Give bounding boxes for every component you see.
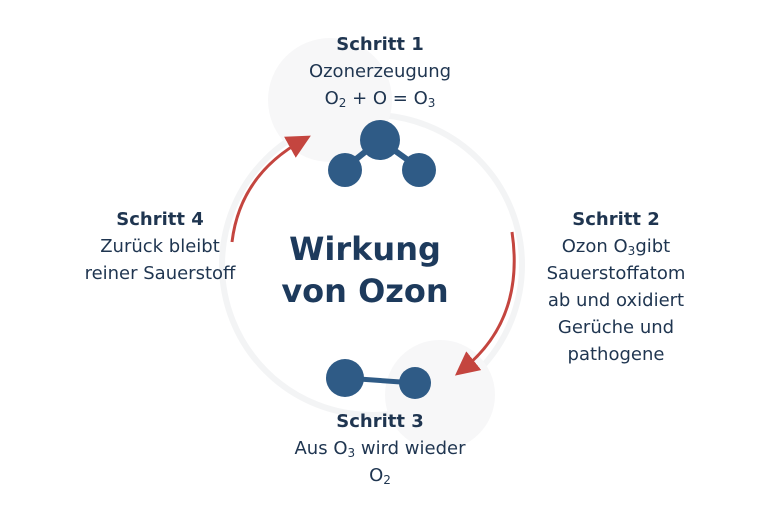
step4-line2: reiner Sauerstoff xyxy=(84,263,236,284)
arrow-step4-to-step1 xyxy=(230,135,311,243)
step2-line2: Sauerstoffatom xyxy=(546,263,686,284)
text-part: Aus O xyxy=(294,438,348,459)
step4-title: Schritt 4 xyxy=(116,209,204,230)
subscript: 3 xyxy=(427,96,436,110)
step2-line4: Gerüche und xyxy=(557,317,675,338)
title-line2: von Ozon xyxy=(281,272,449,310)
formula-part: O xyxy=(324,88,339,109)
step2-line5: pathogene xyxy=(567,344,665,365)
formula-part: + O = O xyxy=(346,88,428,109)
background-circle xyxy=(268,38,392,162)
step1-title: Schritt 1 xyxy=(336,34,424,55)
text-part: Ozon O xyxy=(561,236,628,257)
step1-text: Ozonerzeugung xyxy=(308,61,452,82)
diagram-title: Wirkung von Ozon xyxy=(281,228,448,312)
step2-block: Schritt 2 Ozon O3gibt Sauerstoffatom ab … xyxy=(547,206,686,368)
subscript: 2 xyxy=(338,96,347,110)
step3-block: Schritt 3 Aus O3 wird wieder O2 xyxy=(294,408,465,489)
step3-line2: O2 xyxy=(294,462,465,489)
step3-line1: Aus O3 wird wieder xyxy=(294,435,465,462)
step2-line3: ab und oxidiert xyxy=(547,290,685,311)
subscript: 3 xyxy=(347,446,356,460)
text-part: gibt xyxy=(635,236,671,257)
title-line1: Wirkung xyxy=(289,230,441,268)
text-part: wird wieder xyxy=(355,438,466,459)
step1-block: Schritt 1 Ozonerzeugung O2 + O = O3 xyxy=(309,31,451,112)
step3-title: Schritt 3 xyxy=(336,411,424,432)
step2-line1: Ozon O3gibt xyxy=(547,233,686,260)
subscript: 3 xyxy=(627,244,636,258)
oxygen-molecule-icon xyxy=(326,359,431,399)
step1-formula: O2 + O = O3 xyxy=(309,85,451,112)
text-part: O xyxy=(369,465,384,486)
step4-block: Schritt 4 Zurück bleibt reiner Sauerstof… xyxy=(85,206,236,287)
ozone-molecule-icon xyxy=(328,120,436,187)
step4-line1: Zurück bleibt xyxy=(100,236,220,257)
subscript: 2 xyxy=(383,473,391,487)
step2-title: Schritt 2 xyxy=(572,209,660,230)
arrow-step2-to-step3 xyxy=(454,231,516,376)
